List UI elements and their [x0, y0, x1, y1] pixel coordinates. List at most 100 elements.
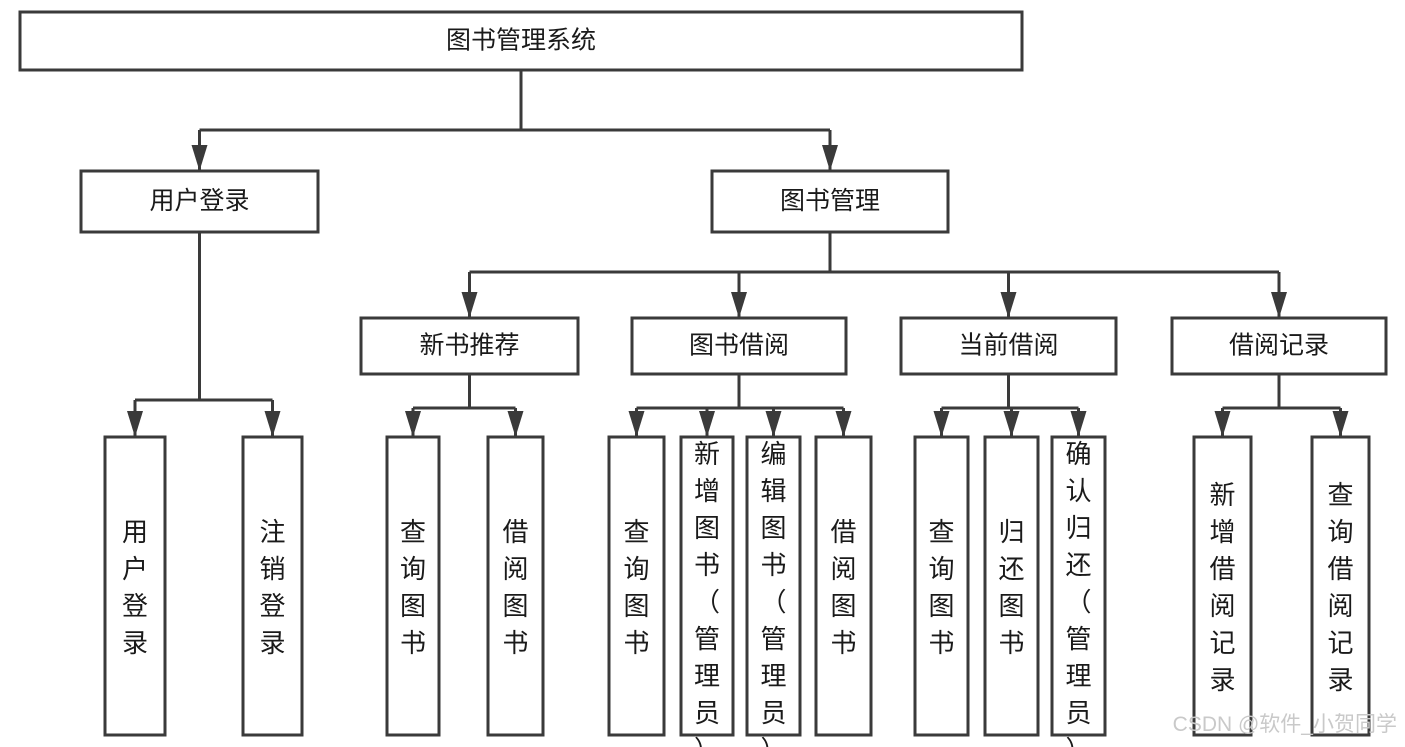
node-label-char: 查 — [928, 517, 954, 547]
arrow-head-icon — [765, 411, 782, 437]
connector-layer — [127, 70, 1349, 437]
node-box[interactable] — [679, 435, 735, 737]
node-label-char: 询 — [928, 554, 954, 584]
node-label-char: 增 — [694, 476, 720, 506]
node-box[interactable] — [359, 316, 580, 376]
node-label-char: 书 — [998, 628, 1024, 658]
node-label-char: 阅 — [1327, 591, 1353, 621]
node-label-char: 书 — [928, 628, 954, 658]
arrow-head-icon — [405, 411, 421, 437]
node-label: 当前借阅 — [958, 332, 1058, 360]
level2-node-1[interactable]: 图书管理 — [710, 169, 950, 234]
node-box[interactable] — [79, 169, 320, 234]
arrow-head-icon — [628, 411, 645, 437]
node-label-char: 图 — [623, 591, 649, 621]
node-label-char: 借 — [830, 517, 856, 547]
arrow-head-icon — [1070, 411, 1087, 437]
level3-node-2[interactable]: 当前借阅 — [899, 316, 1118, 376]
arrow-head-icon — [1271, 292, 1287, 318]
node-box[interactable] — [1192, 435, 1253, 737]
node-label-char: 录 — [1209, 665, 1235, 695]
node-label-char: 辑 — [760, 476, 786, 506]
leaf-node-0[interactable]: 用户登录 — [103, 435, 167, 737]
node-label-char: （ — [760, 587, 786, 617]
node-box[interactable] — [486, 435, 545, 737]
node-box[interactable] — [630, 316, 848, 376]
node-label-char: 员 — [760, 698, 786, 728]
node-label-char: 记 — [1327, 628, 1353, 658]
node-label-char: （ — [1065, 587, 1091, 617]
node-label-char: 新 — [1209, 480, 1235, 510]
node-box[interactable] — [745, 435, 802, 737]
arrow-head-icon — [264, 411, 281, 437]
arrow-head-icon — [835, 411, 852, 437]
node-label-char: 借 — [1209, 554, 1235, 584]
node-label-char: 登 — [122, 591, 148, 621]
node-label-char: ） — [694, 735, 720, 747]
node-label-char: 询 — [400, 554, 426, 584]
node-box[interactable] — [1170, 316, 1388, 376]
node-label-char: ） — [1065, 735, 1091, 747]
node-label-char: 管 — [694, 624, 720, 654]
node-label-char: 确 — [1065, 439, 1091, 469]
node-box[interactable] — [899, 316, 1118, 376]
node-label-char: 图 — [830, 591, 856, 621]
node-label-char: 图 — [694, 513, 720, 543]
node-label-char: 录 — [259, 628, 285, 658]
node-label-char: 询 — [1327, 517, 1353, 547]
node-label-char: 理 — [1065, 661, 1091, 691]
node-box[interactable] — [983, 435, 1040, 737]
arrow-head-icon — [1003, 411, 1020, 437]
node-label-char: 新 — [694, 439, 720, 469]
node-label-char: 书 — [502, 628, 528, 658]
node-label-char: 图 — [760, 513, 786, 543]
node-box[interactable] — [814, 435, 873, 737]
node-label-char: 书 — [400, 628, 426, 658]
node-box[interactable] — [913, 435, 970, 737]
node-box[interactable] — [1310, 435, 1371, 737]
node-label-char: 阅 — [502, 554, 528, 584]
root-node[interactable]: 图书管理系统 — [18, 10, 1024, 72]
node-label-char: 书 — [760, 550, 786, 580]
node-label-char: 编 — [760, 439, 786, 469]
node-box[interactable] — [1050, 435, 1107, 737]
arrow-head-icon — [699, 411, 715, 437]
node-label: 图书管理 — [780, 187, 880, 215]
node-box[interactable] — [241, 435, 304, 737]
node-label: 图书借阅 — [689, 332, 789, 360]
node-layer: 图书管理系统用户登录图书管理新书推荐图书借阅当前借阅借阅记录用户登录注销登录查询… — [18, 10, 1388, 747]
node-box[interactable] — [385, 435, 441, 737]
level2-node-0[interactable]: 用户登录 — [79, 169, 320, 234]
level3-node-3[interactable]: 借阅记录 — [1170, 316, 1388, 376]
node-box[interactable] — [710, 169, 950, 234]
node-box[interactable] — [607, 435, 666, 737]
node-label-char: 查 — [400, 517, 426, 547]
node-label-char: 录 — [1327, 665, 1353, 695]
level3-node-0[interactable]: 新书推荐 — [359, 316, 580, 376]
node-label: 用户登录 — [149, 187, 249, 215]
node-label-char: 查 — [1327, 480, 1353, 510]
node-label-char: 借 — [502, 517, 528, 547]
node-box[interactable] — [103, 435, 167, 737]
node-label-char: 销 — [259, 554, 285, 584]
node-label-char: 还 — [998, 554, 1024, 584]
level3-node-1[interactable]: 图书借阅 — [630, 316, 848, 376]
node-label-char: 认 — [1065, 476, 1091, 506]
arrow-head-icon — [191, 145, 208, 171]
node-label-char: 注 — [259, 517, 285, 547]
node-box[interactable] — [18, 10, 1024, 72]
node-label-char: 理 — [760, 661, 786, 691]
